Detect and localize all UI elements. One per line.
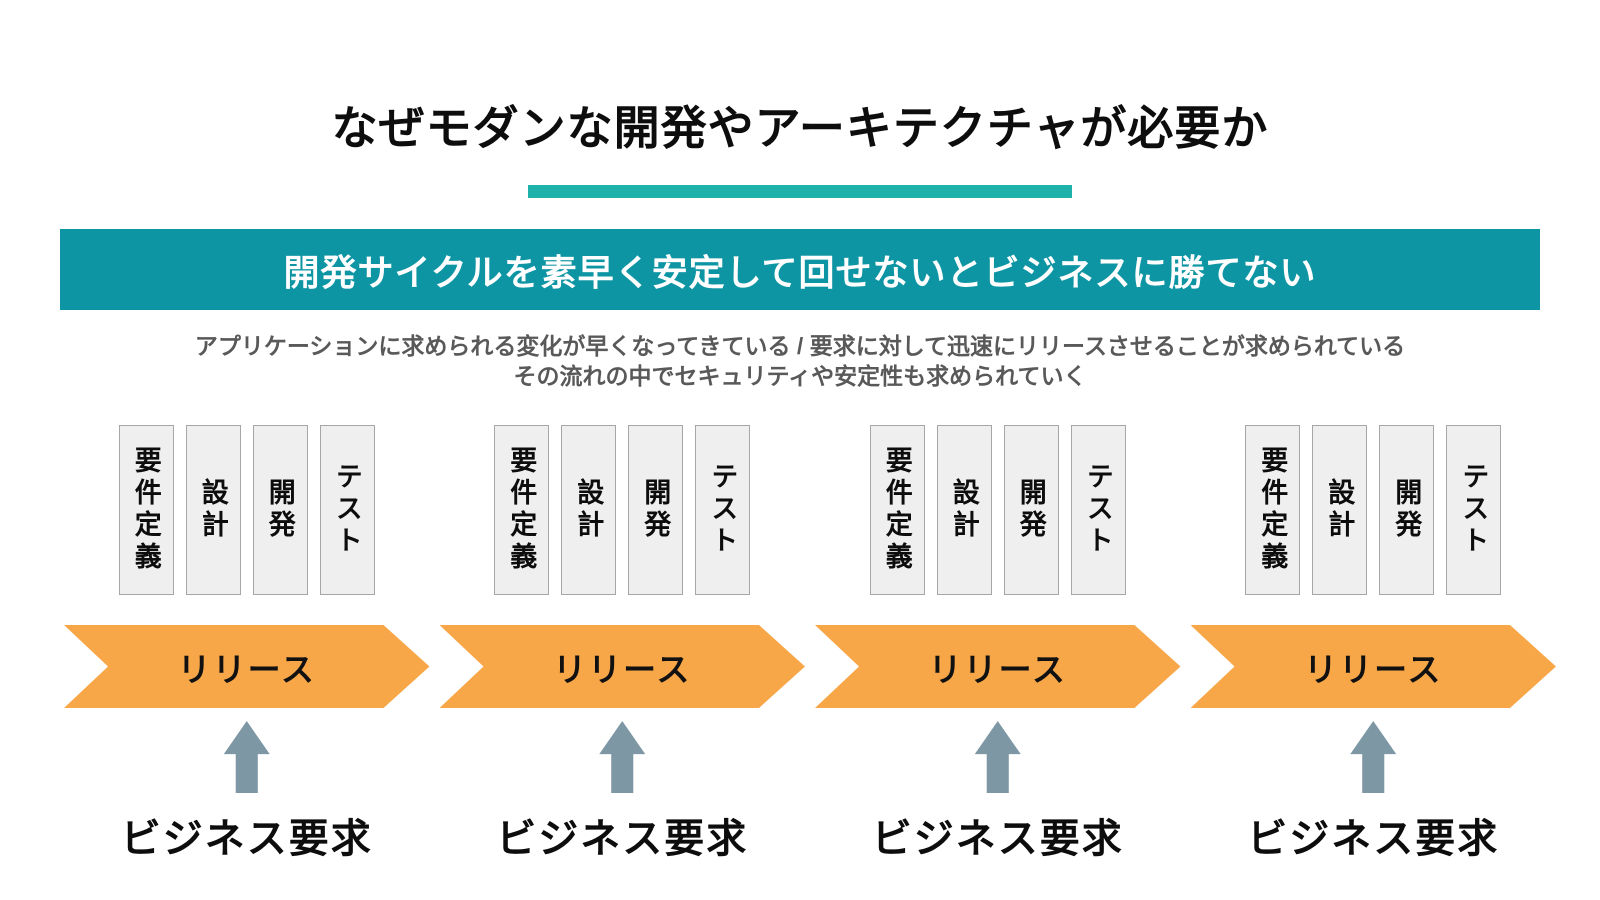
stage-test: テスト <box>1446 425 1502 595</box>
stage-requirements: 要件定義 <box>118 425 174 595</box>
release-chevron: リリース <box>64 625 430 708</box>
stage-design: 設計 <box>936 425 992 595</box>
up-arrow-icon <box>599 721 646 793</box>
release-chevron: リリース <box>1191 625 1557 708</box>
stage-design: 設計 <box>561 425 617 595</box>
page-title: なぜモダンな開発やアーキテクチャが必要か <box>331 102 1269 154</box>
up-arrow-icon <box>1350 721 1397 793</box>
business-requirement-label: ビジネス要求 <box>1247 817 1500 861</box>
stage-design: 設計 <box>1312 425 1368 595</box>
subtitle-line-1: アプリケーションに求められる変化が早くなってきている / 要求に対して迅速にリリ… <box>194 333 1406 359</box>
stage-design: 設計 <box>185 425 241 595</box>
business-requirement-label: ビジネス要求 <box>120 817 373 861</box>
stage-test: テスト <box>319 425 375 595</box>
cycle-1: 要件定義 設計 開発 テスト リリース ビジネス要求 <box>64 425 430 864</box>
stage-requirements: 要件定義 <box>869 425 925 595</box>
cycle-2-stages: 要件定義 設計 開発 テスト <box>494 425 751 595</box>
stage-development: 開発 <box>1003 425 1059 595</box>
stage-requirements: 要件定義 <box>1245 425 1301 595</box>
release-chevron: リリース <box>440 625 806 708</box>
release-cycle-flow: 要件定義 設計 開発 テスト リリース ビジネス要求 要件定義 設計 開発 テス… <box>64 425 1556 864</box>
up-arrow-icon <box>974 721 1021 793</box>
cycle-3: 要件定義 設計 開発 テスト リリース ビジネス要求 <box>815 425 1181 864</box>
cycle-4-stages: 要件定義 設計 開発 テスト <box>1245 425 1502 595</box>
stage-development: 開発 <box>628 425 684 595</box>
stage-development: 開発 <box>1379 425 1435 595</box>
stage-test: テスト <box>695 425 751 595</box>
stage-test: テスト <box>1070 425 1126 595</box>
cycle-1-stages: 要件定義 設計 開発 テスト <box>118 425 375 595</box>
stage-requirements: 要件定義 <box>494 425 550 595</box>
stage-development: 開発 <box>252 425 308 595</box>
release-chevron: リリース <box>815 625 1181 708</box>
title-underline-bar <box>528 185 1072 198</box>
subtitle-line-2: その流れの中でセキュリティや安定性も求められていく <box>513 363 1087 390</box>
cycle-4: 要件定義 設計 開発 テスト リリース ビジネス要求 <box>1191 425 1557 864</box>
business-requirement-label: ビジネス要求 <box>871 817 1124 861</box>
cycle-2: 要件定義 設計 開発 テスト リリース ビジネス要求 <box>440 425 806 864</box>
subtitle: アプリケーションに求められる変化が早くなってきている / 要求に対して迅速にリリ… <box>0 331 1600 392</box>
up-arrow-icon <box>223 721 270 793</box>
business-requirement-label: ビジネス要求 <box>496 817 749 861</box>
cycle-3-stages: 要件定義 設計 開発 テスト <box>869 425 1126 595</box>
key-message-banner: 開発サイクルを素早く安定して回せないとビジネスに勝てない <box>60 229 1540 310</box>
